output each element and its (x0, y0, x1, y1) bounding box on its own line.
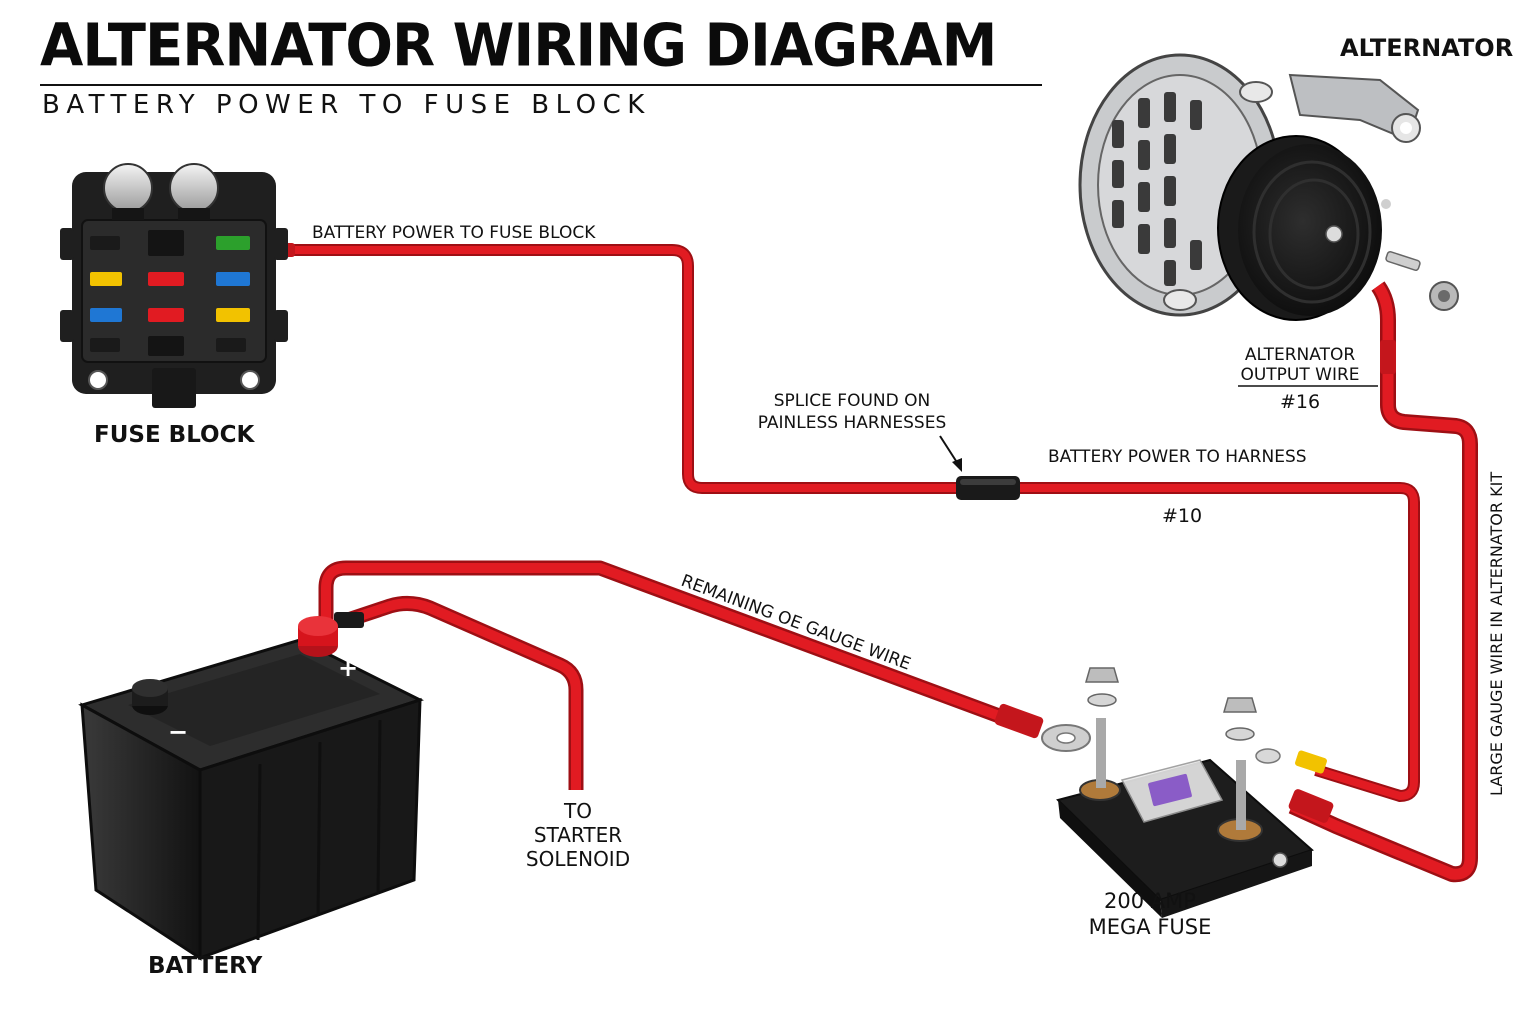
page-title: ALTERNATOR WIRING DIAGRAM (40, 12, 997, 81)
alternator-output-label-line-1: ALTERNATOR (1245, 345, 1355, 365)
splice-callout: SPLICE FOUND ON PAINLESS HARNESSES (758, 391, 962, 472)
harness-gauge-label: #10 (1162, 505, 1202, 527)
alternator-output-callout: ALTERNATOR OUTPUT WIRE #16 (1238, 345, 1378, 413)
splice-label-line-1: SPLICE FOUND ON (774, 391, 930, 411)
alternator-output-label-line-2: OUTPUT WIRE (1240, 365, 1359, 385)
fuse-block-terminal-caps (103, 163, 219, 220)
alternator-output-gauge-label: #16 (1280, 391, 1320, 413)
label-remaining-oe-gauge-wire: REMAINING OE GAUGE WIRE (678, 571, 913, 675)
alternator (1078, 53, 1459, 321)
wire-battery-to-fuse-block (292, 244, 960, 494)
mega-fuse-label-line-1: 200 AMP (1104, 889, 1196, 913)
wire-alternator-output (1288, 281, 1478, 883)
mega-fuse-callout: 200 AMP MEGA FUSE (1089, 889, 1212, 939)
fuse-block-label: FUSE BLOCK (94, 422, 255, 448)
alternator-label: ALTERNATOR (1340, 34, 1513, 62)
alternator-vents (1112, 92, 1202, 286)
mega-fuse-label-line-2: MEGA FUSE (1089, 915, 1212, 939)
starter-label-line-2: STARTER (534, 823, 622, 847)
page-subtitle: BATTERY POWER TO FUSE BLOCK (42, 90, 651, 120)
starter-label-line-3: SOLENOID (526, 847, 630, 871)
fuse-block (60, 163, 288, 408)
mega-fuse (1056, 667, 1327, 918)
yellow-ring-terminal (1255, 748, 1327, 774)
mega-fuse-left-stud (1079, 667, 1121, 801)
fuse-slots (90, 230, 250, 356)
starter-label-line-1: TO (563, 799, 592, 823)
title-divider (40, 84, 1042, 86)
battery-negative-post (132, 679, 168, 715)
splice-connector (956, 476, 1020, 500)
splice-arrow-icon (952, 458, 962, 472)
alternator-output-stud (1385, 251, 1459, 311)
wire-to-starter-solenoid (334, 595, 584, 790)
battery-label: BATTERY (148, 953, 263, 979)
battery-positive-post (298, 616, 338, 657)
wire-remaining-oe-gauge (318, 560, 1091, 752)
battery: + − (78, 616, 424, 961)
battery-plus-sign: + (338, 654, 358, 682)
label-battery-power-to-harness: BATTERY POWER TO HARNESS (1048, 447, 1307, 467)
starter-solenoid-callout: TO STARTER SOLENOID (526, 799, 630, 871)
mega-fuse-right-stud (1217, 697, 1263, 842)
battery-minus-sign: − (168, 718, 188, 746)
label-battery-power-to-fuse-block: BATTERY POWER TO FUSE BLOCK (312, 223, 596, 243)
alternator-pulley (1217, 135, 1391, 321)
wire-battery-power-to-harness (1018, 482, 1420, 802)
splice-label-line-2: PAINLESS HARNESSES (758, 413, 947, 433)
label-large-gauge-wire: LARGE GAUGE WIRE IN ALTERNATOR KIT (1487, 472, 1506, 796)
